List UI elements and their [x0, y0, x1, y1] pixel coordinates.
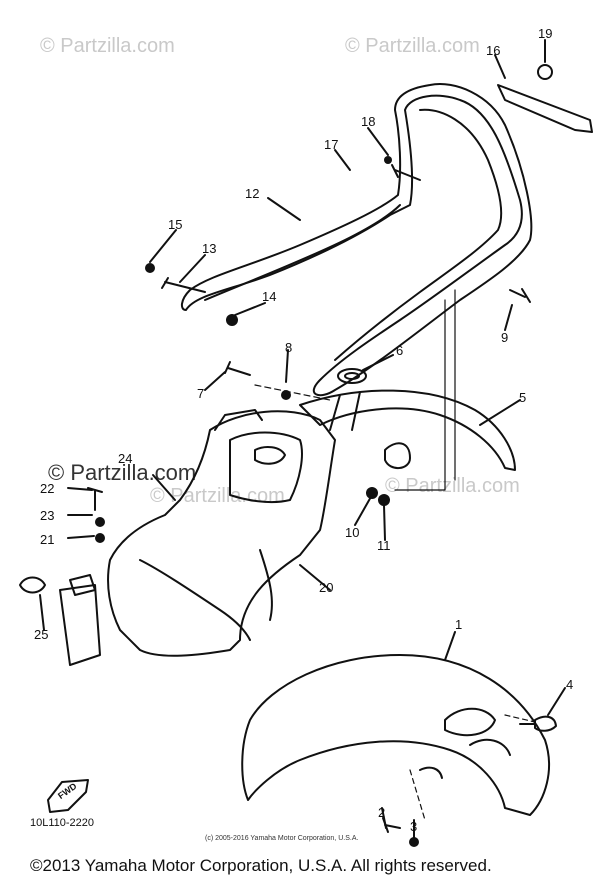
footer-copyright: ©2013 Yamaha Motor Corporation, U.S.A. A… — [30, 856, 492, 875]
callout-22: 22 — [40, 481, 55, 496]
rear-fender — [299, 389, 516, 471]
callout-21: 21 — [40, 532, 55, 547]
callout-9: 9 — [501, 330, 509, 345]
callout-24: 24 — [118, 451, 133, 466]
grab-bar-inner — [204, 108, 503, 361]
callout-1: 1 — [455, 617, 463, 632]
callout-6: 6 — [396, 343, 404, 358]
diagram-code: 10L110-2220 — [30, 817, 95, 829]
callout-16: 16 — [486, 43, 501, 58]
grab-bar-outline — [180, 83, 533, 397]
callout-8: 8 — [285, 340, 293, 355]
callout-10: 10 — [345, 525, 360, 540]
callout-3: 3 — [410, 819, 418, 834]
callout-13: 13 — [202, 241, 217, 256]
license-bracket — [59, 584, 101, 666]
watermark: © Partzilla.com — [40, 35, 175, 57]
callout-17: 17 — [324, 137, 339, 152]
fwd-arrow-icon — [47, 779, 89, 813]
callout-20: 20 — [319, 580, 334, 595]
watermark: © Partzilla.com — [345, 35, 480, 57]
callout-4: 4 — [566, 677, 574, 692]
callout-23: 23 — [40, 508, 55, 523]
rear-inner-fender — [107, 410, 336, 657]
watermark: © Partzilla.com — [385, 475, 520, 497]
callout-11: 11 — [377, 538, 391, 553]
callout-18: 18 — [361, 114, 376, 129]
callout-19: 19 — [538, 26, 553, 41]
bracket-16 — [497, 84, 593, 133]
callout-12: 12 — [245, 186, 260, 201]
small-copyright: (c) 2005-2016 Yamaha Motor Corporation, … — [205, 835, 359, 842]
callout-5: 5 — [519, 390, 527, 405]
callout-15: 15 — [168, 217, 183, 232]
callout-14: 14 — [262, 289, 277, 304]
front-fender — [241, 654, 551, 816]
callout-25: 25 — [34, 627, 49, 642]
callout-2: 2 — [378, 805, 386, 820]
callout-7: 7 — [197, 386, 205, 401]
watermark: © Partzilla.com — [150, 485, 285, 507]
watermark: © Partzilla.com — [48, 460, 197, 485]
